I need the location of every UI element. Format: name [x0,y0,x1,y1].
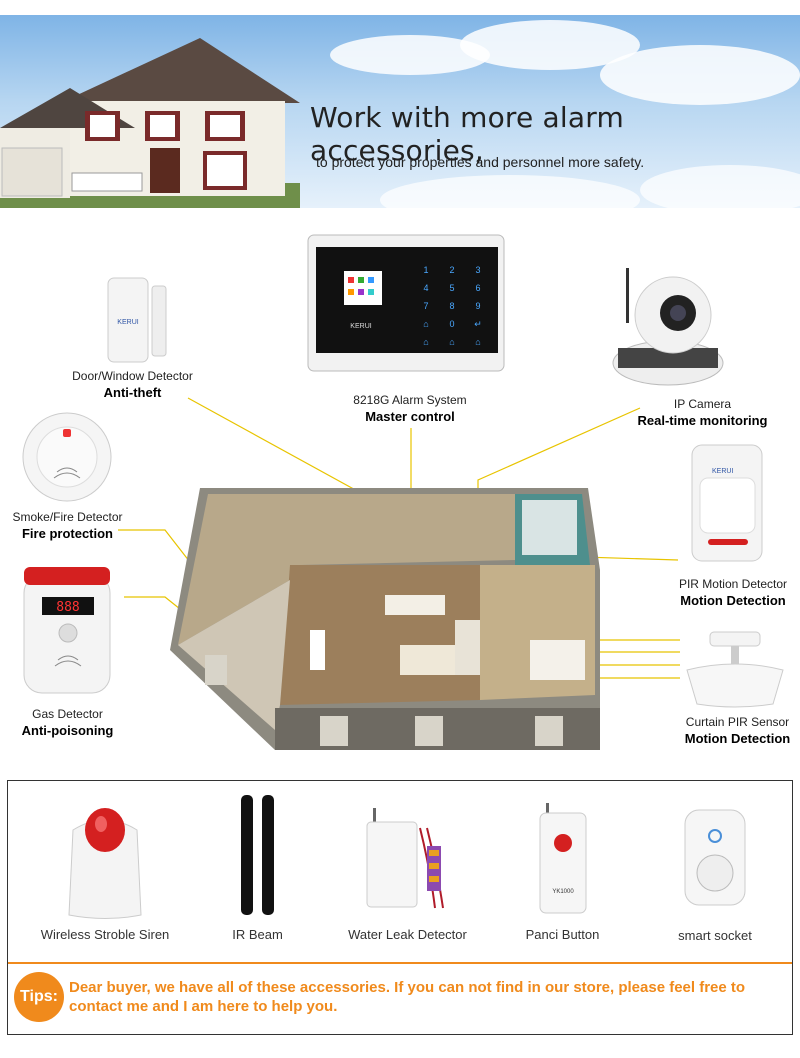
pir-motion-label: PIR Motion Detector Motion Detection [668,577,798,608]
svg-text:KERUI: KERUI [350,323,371,330]
svg-text:2: 2 [449,265,454,275]
alarm-panel-image: KERUI 1 2 3 4 5 6 7 8 9 ⌂ 0 ↵ ⌂ ⌂ ⌂ [307,234,505,372]
curtain-pir-sensor-image [686,631,784,708]
svg-text:5: 5 [449,283,454,293]
door-window-detector-image: KERUI [107,277,167,363]
panic-button-image: YK1000 [539,803,587,914]
door-window-name: Door/Window Detector [72,369,193,383]
svg-text:⌂: ⌂ [423,319,428,329]
accessories-box [7,780,793,1035]
svg-text:3: 3 [475,265,480,275]
wireless-siren-image [68,808,142,919]
house-image [0,38,300,208]
svg-text:0: 0 [449,319,454,329]
svg-text:888: 888 [56,600,79,615]
water-leak-detector-image [366,808,444,909]
curtain-pir-feature: Motion Detection [684,731,791,746]
svg-text:⌂: ⌂ [475,337,480,347]
gas-detector-name: Gas Detector [32,707,103,721]
door-window-label: Door/Window Detector Anti-theft [60,369,205,400]
svg-text:4: 4 [423,283,428,293]
svg-text:⌂: ⌂ [423,337,428,347]
ir-beam-label: IR Beam [232,927,283,942]
svg-text:7: 7 [423,301,428,311]
ip-camera-name: IP Camera [673,397,732,411]
pir-motion-feature: Motion Detection [680,593,786,608]
svg-text:YK1000: YK1000 [552,889,574,895]
tips-text: Dear buyer, we have all of these accesso… [69,979,746,1015]
alarm-system-name: 8218G Alarm System [353,393,467,407]
wireless-siren-label: Wireless Stroble Siren [40,927,170,942]
smart-socket-label: smart socket [678,928,752,943]
smoke-detector-feature: Fire protection [21,526,113,541]
cloud [600,45,800,105]
svg-text:KERUI: KERUI [712,468,733,475]
alarm-system-feature: Master control [365,409,455,424]
smart-socket-image [684,809,746,906]
smoke-detector-label: Smoke/Fire Detector Fire protection [5,510,130,541]
gas-detector-image: 888 [23,567,111,694]
smoke-detector-name: Smoke/Fire Detector [12,510,123,524]
svg-text:⌂: ⌂ [449,337,454,347]
floor-plan-image [170,488,600,750]
tips-divider [8,962,792,964]
ip-camera-image [612,268,724,386]
curtain-pir-name: Curtain PIR Sensor [685,715,790,729]
alarm-system-label: 8218G Alarm System Master control [340,393,480,424]
tips-badge: Tips: [14,972,64,1022]
gas-detector-label: Gas Detector Anti-poisoning [15,707,120,738]
hero-title: Work with more alarm accessories, [310,101,624,167]
hero-subtitle: to protect your properties and personnel… [316,154,645,170]
smoke-detector-image [22,412,112,502]
panic-button-label: Panci Button [525,927,600,942]
pir-motion-name: PIR Motion Detector [678,577,788,591]
svg-text:6: 6 [475,283,480,293]
door-window-feature: Anti-theft [103,385,162,400]
svg-text:↵: ↵ [474,319,482,329]
svg-text:8: 8 [449,301,454,311]
ip-camera-label: IP Camera Real-time monitoring [630,397,775,428]
cloud [380,175,640,208]
hero-banner: Work with more alarm accessories, to pro… [0,15,800,208]
curtain-pir-label: Curtain PIR Sensor Motion Detection [680,715,795,746]
water-leak-label: Water Leak Detector [348,927,467,942]
ip-camera-feature: Real-time monitoring [637,413,768,428]
pir-motion-detector-image: KERUI [691,444,763,562]
ir-beam-image [241,795,274,915]
cloud [640,165,800,208]
svg-text:9: 9 [475,301,480,311]
gas-detector-feature: Anti-poisoning [21,723,114,738]
svg-text:KERUI: KERUI [117,319,138,326]
svg-text:1: 1 [423,265,428,275]
